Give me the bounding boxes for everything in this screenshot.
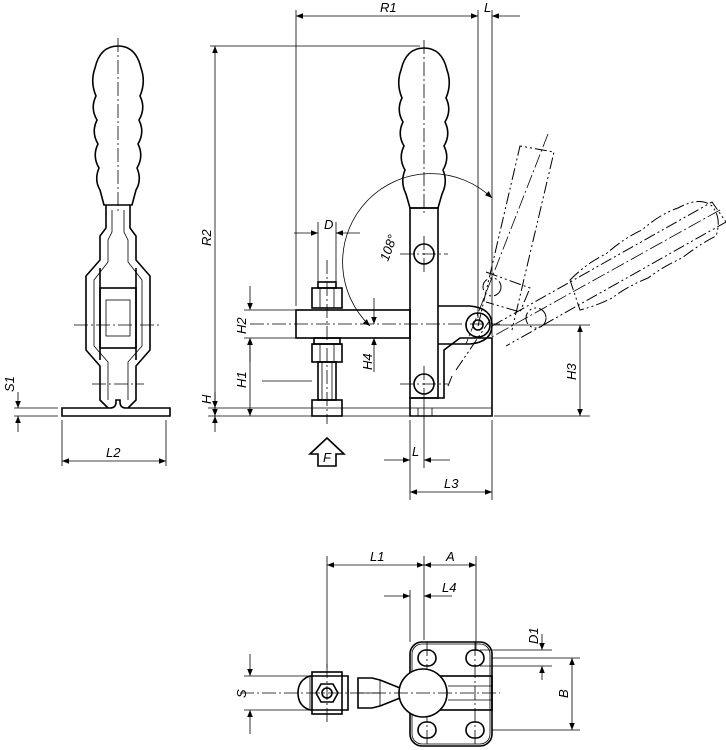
label-L1: L1 [370, 549, 384, 564]
label-R1: R1 [380, 0, 397, 15]
label-H1: H1 [234, 371, 249, 388]
label-H: H [199, 394, 214, 404]
label-D1: D1 [526, 627, 541, 644]
label-D: D [324, 217, 333, 232]
label-A: A [445, 549, 455, 564]
front-view: 108° R1 L D R2 [199, 0, 726, 500]
label-S: S [234, 689, 249, 698]
label-L4: L4 [442, 580, 456, 595]
label-H3: H3 [564, 363, 579, 380]
side-view: S1 L2 [2, 38, 171, 466]
label-R2: R2 [199, 229, 214, 246]
label-L-top: L [484, 0, 491, 15]
label-L2: L2 [106, 445, 121, 460]
label-F: F [323, 450, 332, 465]
label-S1: S1 [2, 376, 17, 392]
side-view-base-foot [61, 399, 171, 417]
label-B: B [556, 689, 571, 698]
label-H4: H4 [360, 353, 375, 370]
clamp-base [409, 337, 493, 417]
label-L3: L3 [444, 476, 459, 491]
label-L-bottom: L [412, 444, 419, 459]
phantom-handle-positions [447, 133, 726, 387]
top-view: L1 A L4 D1 B S [234, 549, 580, 747]
force-arrow [307, 436, 347, 467]
label-angle: 108° [377, 233, 400, 263]
top-view-hex-nut [315, 683, 339, 703]
label-H2: H2 [234, 317, 249, 334]
